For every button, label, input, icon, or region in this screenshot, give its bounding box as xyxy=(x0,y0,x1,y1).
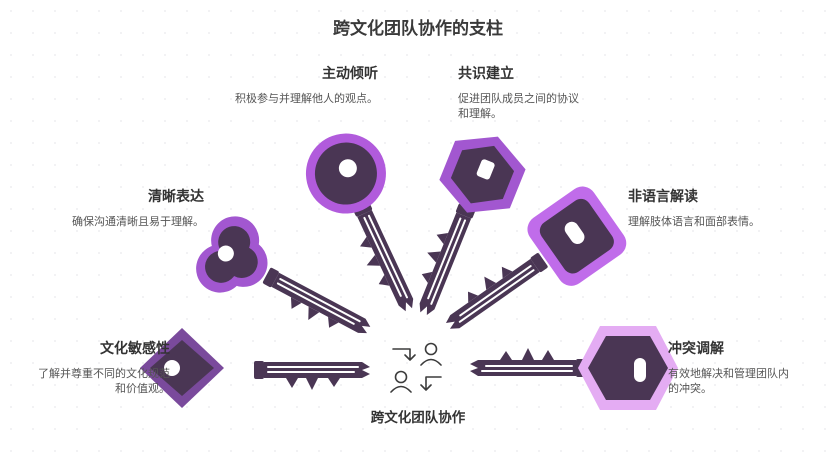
key-clear-expression xyxy=(196,216,375,349)
pillar-title: 文化敏感性 xyxy=(100,341,170,357)
key-active-listening xyxy=(305,133,419,319)
pillar-description: 理解肢体语言和面部表情。 xyxy=(628,215,760,228)
pillar-title: 非语言解读 xyxy=(628,189,698,205)
key-consensus-building xyxy=(404,136,526,319)
pillar-nonverbal-interpretation: 非语言解读 理解肢体语言和面部表情。 xyxy=(628,186,760,229)
pillar-description: 有效地解决和管理团队内的冲突。 xyxy=(668,367,789,395)
pillar-title: 共识建立 xyxy=(458,66,514,82)
people-exchange-icon xyxy=(390,342,442,393)
pillar-description: 促进团队成员之间的协议和理解。 xyxy=(458,92,579,120)
pillar-clear-expression: 清晰表达 确保沟通清晰且易于理解。 xyxy=(64,186,204,229)
key-cultural-sensitivity xyxy=(140,328,371,408)
pillar-description: 确保沟通清晰且易于理解。 xyxy=(72,215,204,228)
key-conflict-mediation xyxy=(469,326,678,410)
pillar-consensus-building: 共识建立 促进团队成员之间的协议和理解。 xyxy=(458,63,586,121)
pillar-title: 主动倾听 xyxy=(322,66,378,82)
pillar-cultural-sensitivity: 文化敏感性 了解并尊重不同的文化规范和价值观。 xyxy=(28,338,170,396)
pillar-description: 了解并尊重不同的文化规范和价值观。 xyxy=(38,367,170,395)
center-label: 跨文化团队协作 xyxy=(370,410,466,426)
pillar-title: 冲突调解 xyxy=(668,341,724,357)
pillar-title: 清晰表达 xyxy=(148,189,204,205)
pillar-description: 积极参与并理解他人的观点。 xyxy=(235,92,378,105)
page-title: 跨文化团队协作的支柱 xyxy=(333,19,503,39)
key-nonverbal-interpretation xyxy=(435,186,627,335)
pillar-conflict-mediation: 冲突调解 有效地解决和管理团队内的冲突。 xyxy=(668,338,798,396)
pillar-active-listening: 主动倾听 积极参与并理解他人的观点。 xyxy=(208,63,378,106)
